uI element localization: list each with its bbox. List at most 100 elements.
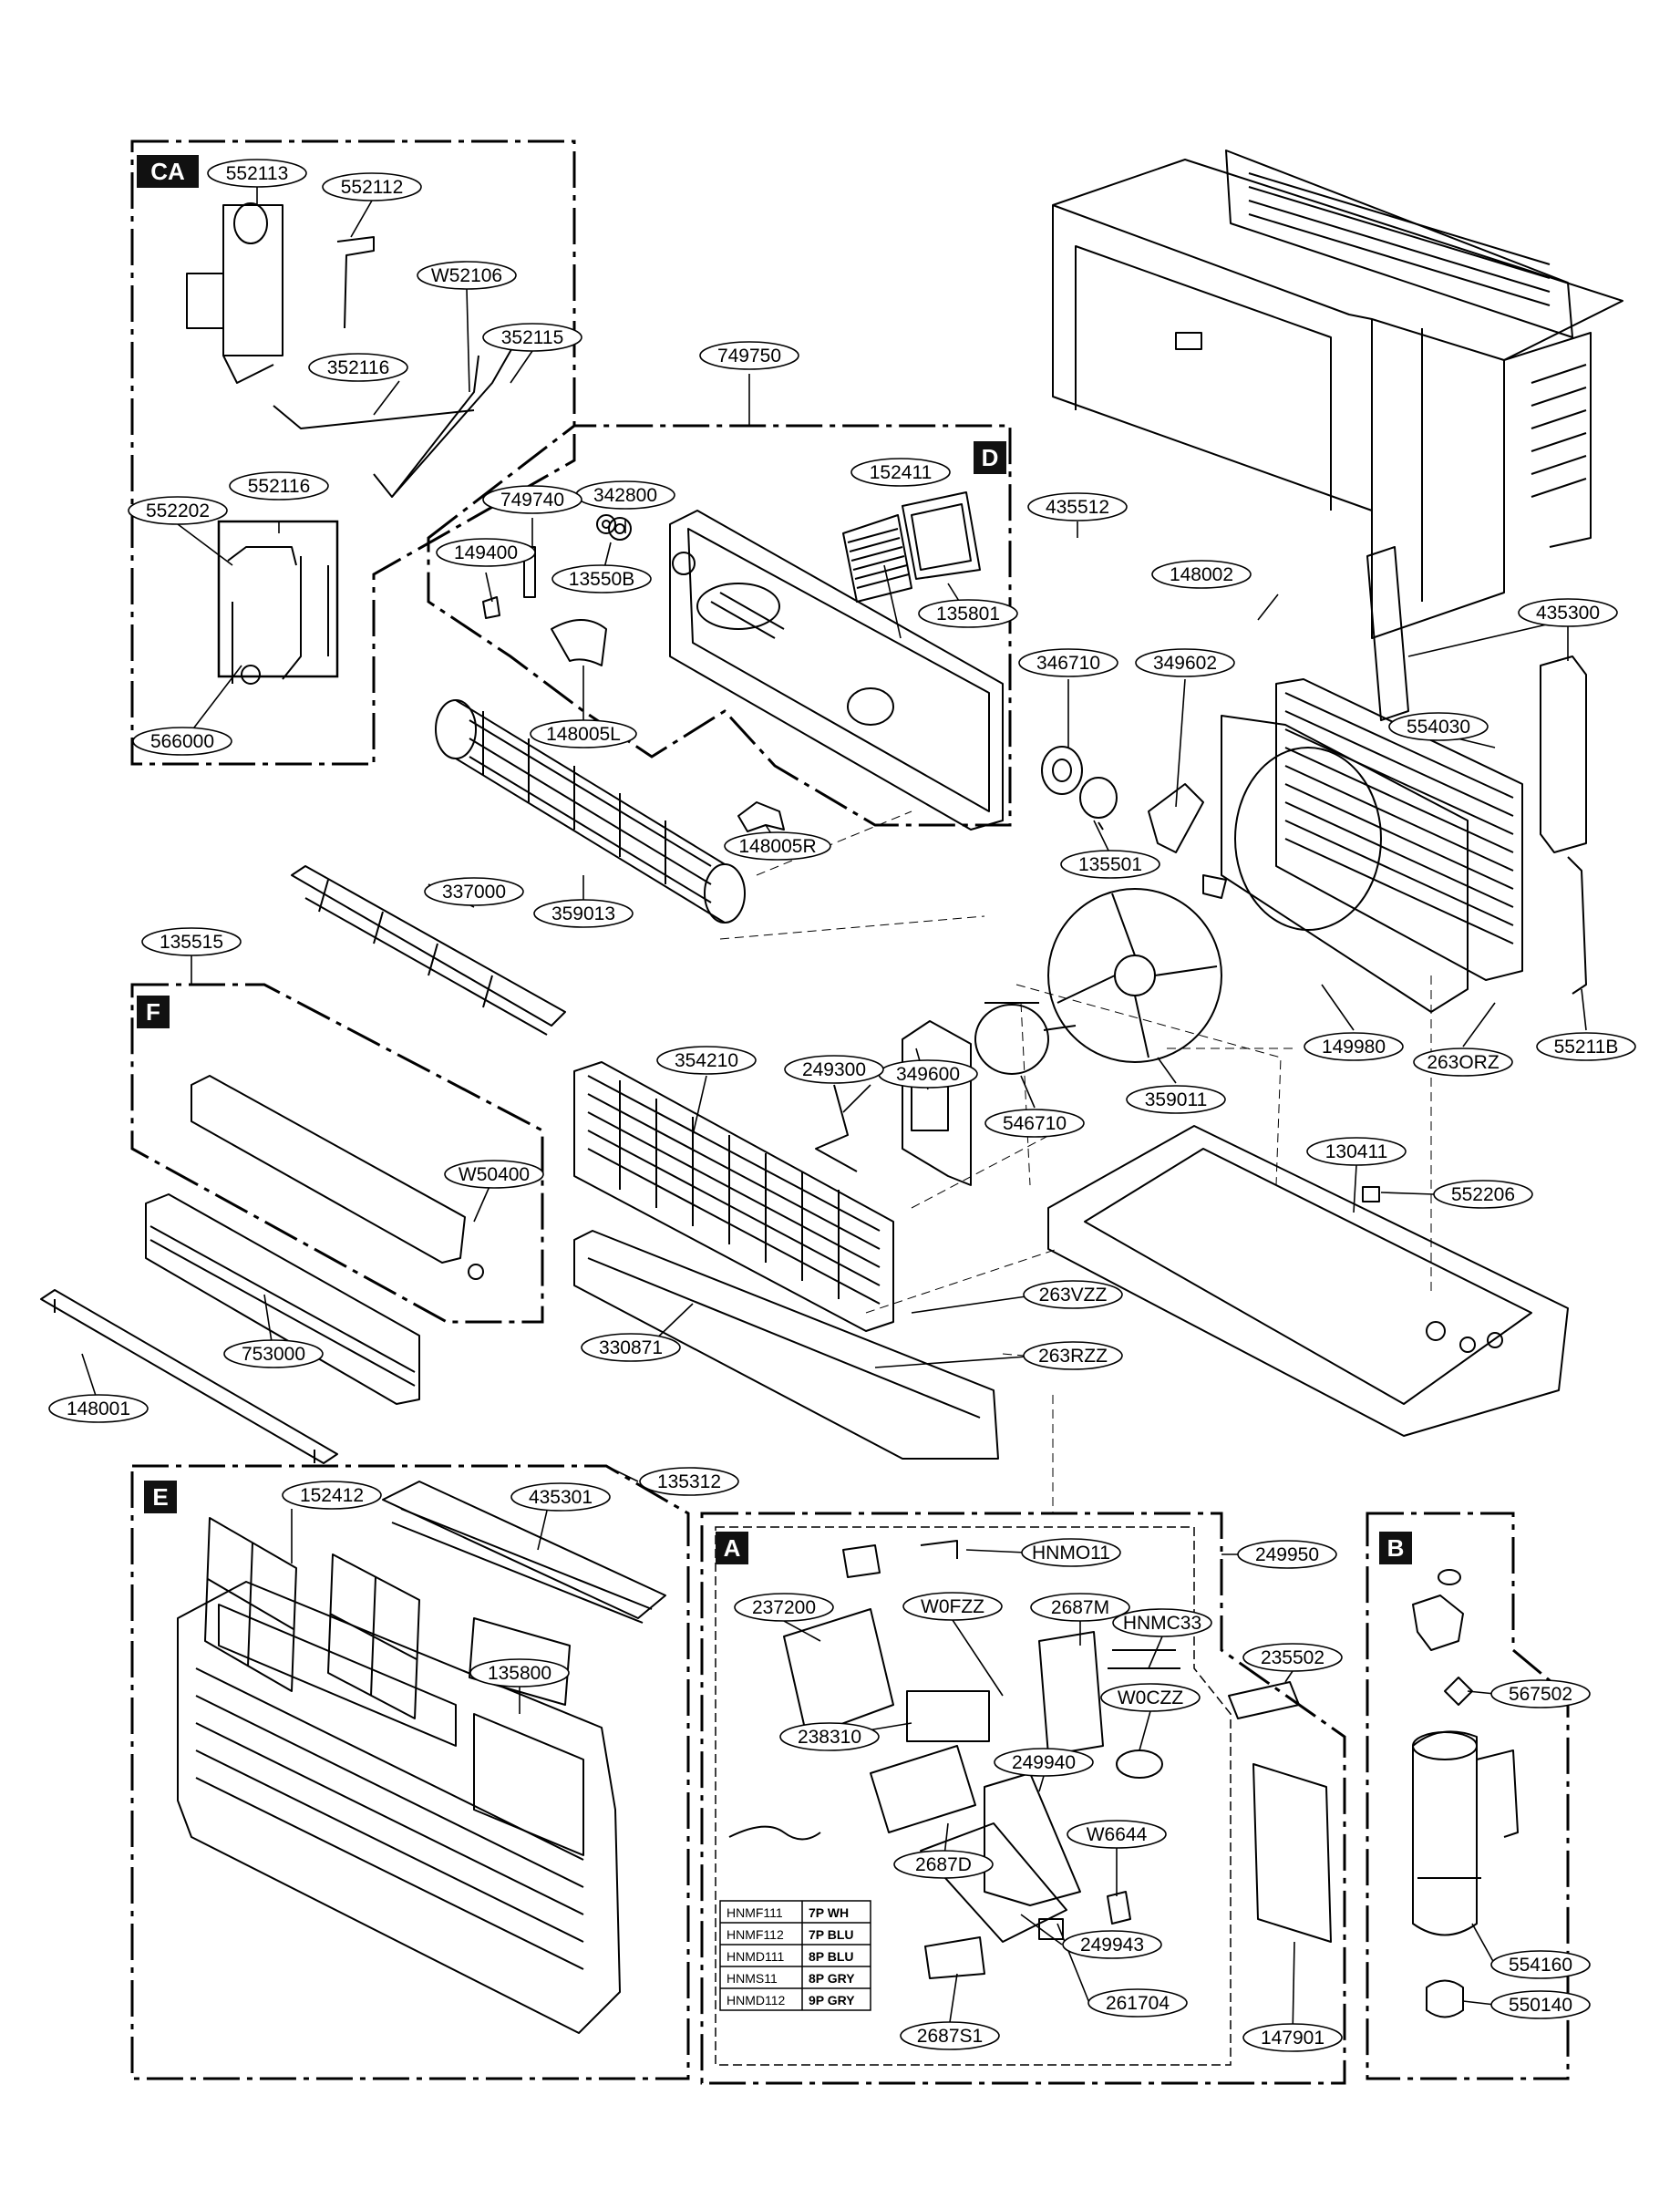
callout-263vzz[interactable]: 263VZZ <box>1023 1280 1123 1309</box>
callout-w52106[interactable]: W52106 <box>417 261 517 290</box>
callout-337000[interactable]: 337000 <box>424 877 524 906</box>
wire-249300 <box>815 1084 858 1172</box>
part-135515: 135515 <box>160 932 223 953</box>
part-554160: 554160 <box>1509 1955 1572 1976</box>
callout-235502[interactable]: 235502 <box>1242 1643 1343 1672</box>
callout-552116[interactable]: 552116 <box>229 471 329 501</box>
rail-148001 <box>40 1289 338 1464</box>
drain-pan <box>573 1230 999 1460</box>
callout-135501[interactable]: 135501 <box>1060 850 1160 879</box>
part-2687d: 2687D <box>915 1854 972 1875</box>
part-552202: 552202 <box>146 501 210 521</box>
callout-263orz[interactable]: 263ORZ <box>1413 1048 1513 1077</box>
callout-135515[interactable]: 135515 <box>141 927 242 956</box>
callout-359013[interactable]: 359013 <box>533 899 634 928</box>
callout-130411[interactable]: 130411 <box>1306 1137 1407 1166</box>
section-d-tag: D <box>982 444 999 471</box>
callout-249950[interactable]: 249950 <box>1237 1540 1337 1569</box>
callout-567502[interactable]: 567502 <box>1490 1679 1591 1708</box>
part-149400: 149400 <box>454 542 518 563</box>
bracket-147901 <box>1252 1763 1332 1943</box>
callout-w0fzz[interactable]: W0FZZ <box>902 1592 1003 1621</box>
part-2687s1: 2687S1 <box>917 2026 983 2047</box>
callout-349602[interactable]: 349602 <box>1135 648 1235 677</box>
callout-749750[interactable]: 749750 <box>699 341 799 370</box>
harness-spec-3: 8P BLU <box>809 1949 854 1964</box>
callout-554030[interactable]: 554030 <box>1388 712 1489 741</box>
callout-149400[interactable]: 149400 <box>436 538 536 567</box>
motor-bracket <box>902 1020 972 1186</box>
section-e-border <box>130 1464 690 2080</box>
callout-148005l[interactable]: 148005L <box>530 719 637 748</box>
harness-spec-2: 7P BLU <box>809 1927 854 1942</box>
callout-753000[interactable]: 753000 <box>223 1339 324 1368</box>
callout-346710[interactable]: 346710 <box>1018 648 1118 677</box>
callout-352115[interactable]: 352115 <box>482 323 582 352</box>
callout-330871[interactable]: 330871 <box>581 1333 681 1362</box>
harness-spec-1: 7P WH <box>809 1905 849 1920</box>
callout-359011[interactable]: 359011 <box>1126 1085 1226 1114</box>
callout-237200[interactable]: 237200 <box>734 1593 834 1622</box>
callout-349600[interactable]: 349600 <box>878 1059 978 1089</box>
compressor <box>1412 1569 1519 2018</box>
callout-435512[interactable]: 435512 <box>1027 492 1128 521</box>
part-554030: 554030 <box>1407 717 1470 738</box>
callout-2687d[interactable]: 2687D <box>893 1850 994 1879</box>
callout-55211b[interactable]: 55211B <box>1536 1032 1636 1061</box>
callout-147901[interactable]: 147901 <box>1242 2023 1343 2052</box>
callout-263rzz[interactable]: 263RZZ <box>1023 1341 1123 1370</box>
harness-code-5: HNMD112 <box>727 1993 786 2007</box>
section-d-border <box>427 424 1012 827</box>
callout-435300[interactable]: 435300 <box>1518 598 1618 627</box>
callout-342800[interactable]: 342800 <box>575 480 675 510</box>
part-135801: 135801 <box>936 604 1000 624</box>
part-552113: 552113 <box>226 163 289 184</box>
callout-hnmo11[interactable]: HNMO11 <box>1021 1538 1121 1567</box>
callout-435301[interactable]: 435301 <box>510 1482 611 1512</box>
grille-435301 <box>382 1481 666 1706</box>
callout-135800[interactable]: 135800 <box>469 1658 570 1687</box>
callout-552202[interactable]: 552202 <box>128 496 228 525</box>
part-148001: 148001 <box>67 1398 130 1419</box>
callout-152411[interactable]: 152411 <box>850 458 951 487</box>
callout-261704[interactable]: 261704 <box>1087 1988 1188 2018</box>
callout-hnmc33[interactable]: HNMC33 <box>1112 1608 1212 1637</box>
callout-2687m[interactable]: 2687M <box>1030 1593 1130 1622</box>
part-249943: 249943 <box>1080 1935 1144 1956</box>
part-263vzz: 263VZZ <box>1039 1285 1108 1306</box>
part-546710: 546710 <box>1003 1113 1067 1134</box>
callout-354210[interactable]: 354210 <box>656 1046 757 1075</box>
part-2687m: 2687M <box>1051 1597 1109 1618</box>
callout-2687s1[interactable]: 2687S1 <box>900 2021 1000 2050</box>
callout-249300[interactable]: 249300 <box>784 1055 884 1084</box>
callout-552113[interactable]: 552113 <box>207 159 307 188</box>
part-135501: 135501 <box>1078 854 1142 875</box>
callout-152412[interactable]: 152412 <box>282 1481 382 1510</box>
callout-149980[interactable]: 149980 <box>1304 1032 1404 1061</box>
callout-w0czz[interactable]: W0CZZ <box>1100 1683 1201 1712</box>
part-w0fzz: W0FZZ <box>921 1596 984 1617</box>
part-w52106: W52106 <box>431 265 502 286</box>
callout-249943[interactable]: 249943 <box>1062 1930 1162 1959</box>
callout-749740[interactable]: 749740 <box>482 485 582 514</box>
callout-148001[interactable]: 148001 <box>48 1394 149 1423</box>
callout-13550b[interactable]: 13550B <box>551 564 652 593</box>
part-552116: 552116 <box>248 476 311 497</box>
callout-550140[interactable]: 550140 <box>1490 1990 1591 2019</box>
callout-w50400[interactable]: W50400 <box>444 1160 544 1189</box>
callout-566000[interactable]: 566000 <box>132 727 232 756</box>
part-349602: 349602 <box>1153 653 1217 674</box>
callout-552112[interactable]: 552112 <box>322 172 422 201</box>
callout-554160[interactable]: 554160 <box>1490 1950 1591 1979</box>
part-152411: 152411 <box>870 462 933 483</box>
callout-135801[interactable]: 135801 <box>918 599 1018 628</box>
callout-135312[interactable]: 135312 <box>639 1467 739 1496</box>
callout-w6644[interactable]: W6644 <box>1067 1820 1167 1849</box>
callout-352116[interactable]: 352116 <box>308 353 408 382</box>
callout-238310[interactable]: 238310 <box>779 1722 880 1751</box>
callout-148002[interactable]: 148002 <box>1151 560 1252 589</box>
callout-552206[interactable]: 552206 <box>1433 1180 1533 1209</box>
callout-546710[interactable]: 546710 <box>984 1109 1085 1138</box>
callout-249940[interactable]: 249940 <box>994 1748 1094 1777</box>
callout-148005r[interactable]: 148005R <box>724 831 831 861</box>
